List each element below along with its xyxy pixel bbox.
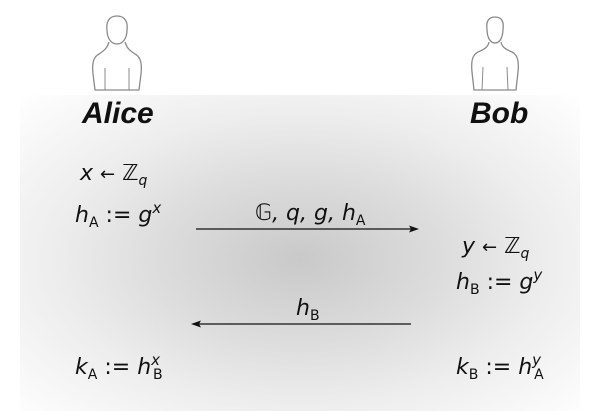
bob-label: Bob: [470, 97, 529, 130]
alice-person-icon: [92, 15, 142, 91]
arrow-to-alice: [191, 320, 411, 328]
background-shading: [20, 95, 580, 411]
message-to-bob-label: 𝔾, q, g, hA: [255, 201, 366, 229]
arrow-to-bob: [196, 225, 419, 233]
message-to-alice-label: hB: [296, 296, 320, 324]
bob-sample-y: y ← ℤq: [462, 234, 530, 262]
bob-person-icon: [471, 16, 519, 91]
bob-public-value: hB := gy: [456, 266, 543, 298]
alice-sample-x: x ← ℤq: [80, 161, 148, 189]
alice-public-value: hA := gx: [75, 199, 162, 231]
bob-shared-key: kB := hyA: [456, 351, 544, 383]
alice-shared-key: kA := hxB: [75, 351, 163, 383]
alice-label: Alice: [82, 97, 154, 130]
